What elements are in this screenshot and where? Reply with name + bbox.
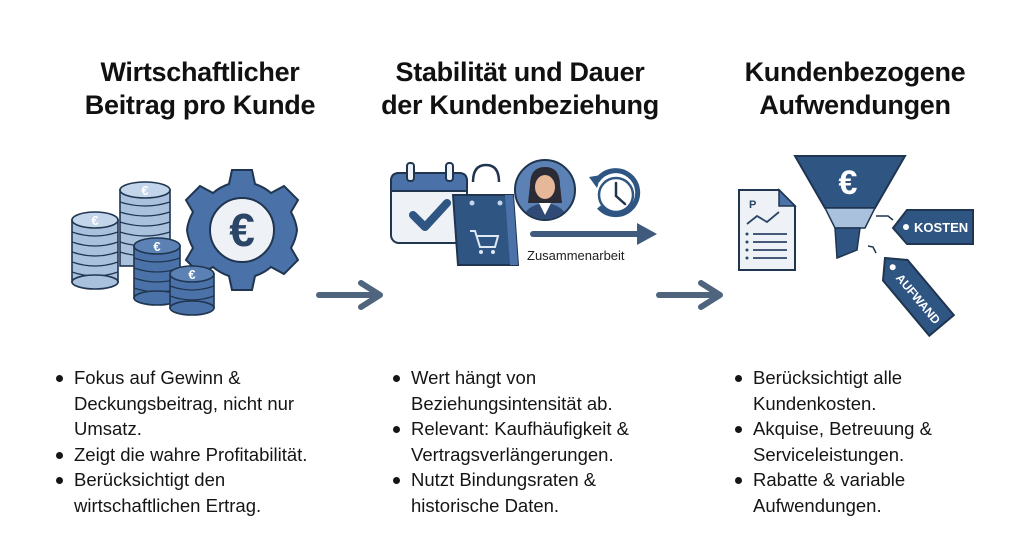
collaboration-arrow-icon xyxy=(530,223,657,245)
history-clock-icon xyxy=(589,168,641,218)
bullet-item: Nutzt Bindungsraten & historische Daten. xyxy=(393,467,641,518)
column-3-title-line-1: Kundenbezogene xyxy=(744,57,966,87)
column-2-title: Stabilität und Dauer der Kundenbeziehung xyxy=(360,56,680,122)
column-3-bullets: Berücksichtigt alle Kundenkosten. Akquis… xyxy=(735,365,965,518)
bullet-item: Wert hängt von Beziehungsintensität ab. xyxy=(393,365,631,416)
arrow-right-icon xyxy=(656,280,726,310)
shopping-bag-icon xyxy=(451,163,520,266)
column-2-title-line-2: der Kundenbeziehung xyxy=(381,90,659,120)
column-3-title-line-2: Aufwendungen xyxy=(759,90,951,120)
column-1-title-line-2: Beitrag pro Kunde xyxy=(84,90,316,120)
bullet-item: Rabatte & variable Aufwendungen. xyxy=(735,467,948,518)
svg-text:€: € xyxy=(91,213,98,228)
column-1-title: Wirtschaftlicher Beitrag pro Kunde xyxy=(40,56,360,122)
column-1-bullets: Fokus auf Gewinn & Deckungsbeitrag, nich… xyxy=(56,365,356,518)
svg-text:KOSTEN: KOSTEN xyxy=(914,220,968,235)
bullet-item: Berücksichtigt den wirtschaftlichen Ertr… xyxy=(56,467,304,518)
svg-text:€: € xyxy=(141,183,148,198)
collaboration-caption: Zusammenarbeit xyxy=(527,248,625,263)
aufwand-tag-icon: AUFWAND xyxy=(867,245,956,338)
svg-text:€: € xyxy=(153,239,160,254)
report-document-icon: P xyxy=(738,188,797,271)
arrow-right-icon xyxy=(316,280,386,310)
euro-funnel-icon: € xyxy=(793,155,907,260)
coin-stack-light-icon: € xyxy=(71,211,119,290)
bullet-item: Zeigt die wahre Profitabilität. xyxy=(56,442,356,468)
euro-gear-icon: € xyxy=(184,169,300,291)
svg-text:€: € xyxy=(839,164,858,202)
svg-text:P: P xyxy=(749,199,756,211)
bullet-item: Relevant: Kaufhäufigkeit & Vertragsverlä… xyxy=(393,416,653,467)
column-2-title-line-1: Stabilität und Dauer xyxy=(395,57,645,87)
column-3-title: Kundenbezogene Aufwendungen xyxy=(695,56,1015,122)
bullet-item: Fokus auf Gewinn & Deckungsbeitrag, nich… xyxy=(56,365,356,442)
kosten-tag-icon: KOSTEN xyxy=(876,209,974,245)
column-2-bullets: Wert hängt von Beziehungsintensität ab. … xyxy=(393,365,653,518)
calendar-bag-person-clock-icon xyxy=(385,155,665,275)
column-1-title-line-1: Wirtschaftlicher xyxy=(100,57,300,87)
coins-and-euro-gear-icon: € € € € xyxy=(70,150,310,320)
bullet-item: Akquise, Betreuung & Serviceleistungen. xyxy=(735,416,965,467)
svg-text:€: € xyxy=(188,267,195,282)
person-avatar-icon xyxy=(514,159,576,221)
coin-stack-dark-small-icon: € xyxy=(169,265,215,316)
report-funnel-tags-icon: P € KOSTEN AUFWAND xyxy=(735,150,980,350)
bullet-item: Berücksichtigt alle Kundenkosten. xyxy=(735,365,953,416)
svg-text:€: € xyxy=(229,204,255,256)
